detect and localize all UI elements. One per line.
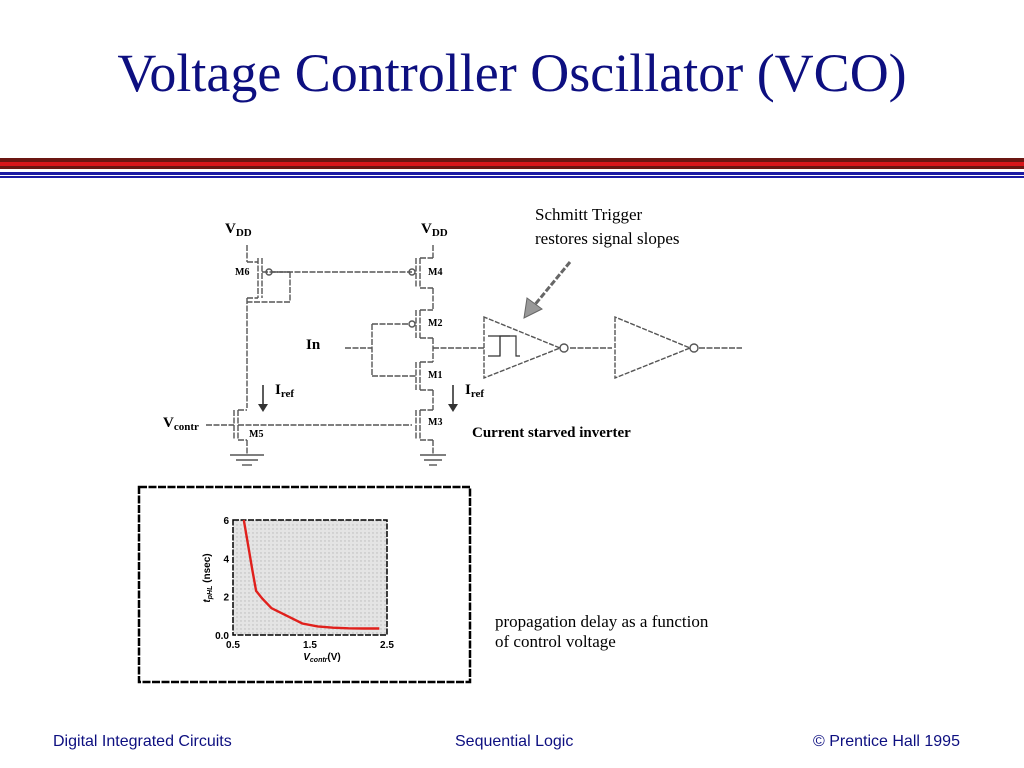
m2-label: M2	[428, 318, 442, 329]
x-axis-label: Vcontr(V)	[303, 652, 341, 664]
iref-right-label: Iref	[465, 382, 484, 400]
schmitt-caption-line2: restores signal slopes	[535, 229, 679, 248]
chart-caption-line1: propagation delay as a function	[495, 612, 709, 631]
y-tick-label: 2	[223, 593, 229, 604]
series-line	[242, 519, 380, 630]
y-axis-label: tpHL (nsec)	[202, 553, 214, 602]
m3-label: M3	[428, 417, 442, 428]
chart-caption-line2: of control voltage	[495, 632, 616, 651]
slide-title: Voltage Controller Oscillator (VCO)	[117, 43, 907, 103]
y-tick-label: 6	[223, 516, 229, 527]
m6-label: M6	[235, 267, 249, 278]
iref-left-label: Iref	[275, 382, 294, 400]
x-tick-label: 1.5	[303, 640, 317, 651]
input-label: In	[306, 337, 321, 353]
chart-caption: propagation delay as a function of contr…	[495, 612, 708, 652]
vco-schematic: VDD VDD M6 M4 M2 M1 M3 M5 In Iref Iref V…	[163, 205, 742, 466]
m4-label: M4	[428, 267, 442, 278]
schmitt-pointer-arrow	[523, 261, 572, 319]
m1-label: M1	[428, 370, 442, 381]
schmitt-caption-line1: Schmitt Trigger	[535, 205, 643, 224]
m5-label: M5	[249, 429, 263, 440]
y-tick-label: 4	[223, 554, 229, 565]
footer-right: © Prentice Hall 1995	[813, 733, 960, 750]
footer-center: Sequential Logic	[455, 733, 574, 750]
vcontr-label: Vcontr	[163, 415, 199, 433]
csi-label: Current starved inverter	[472, 425, 631, 441]
vdd-right-label: VDD	[421, 221, 448, 239]
x-tick-label: 2.5	[380, 640, 394, 651]
plot-area	[232, 519, 388, 636]
y-tick-label: 0.0	[215, 631, 229, 642]
vdd-left-label: VDD	[225, 221, 252, 239]
header-rule	[0, 158, 1024, 178]
footer-left: Digital Integrated Circuits	[53, 733, 232, 750]
x-tick-label: 0.5	[226, 640, 240, 651]
